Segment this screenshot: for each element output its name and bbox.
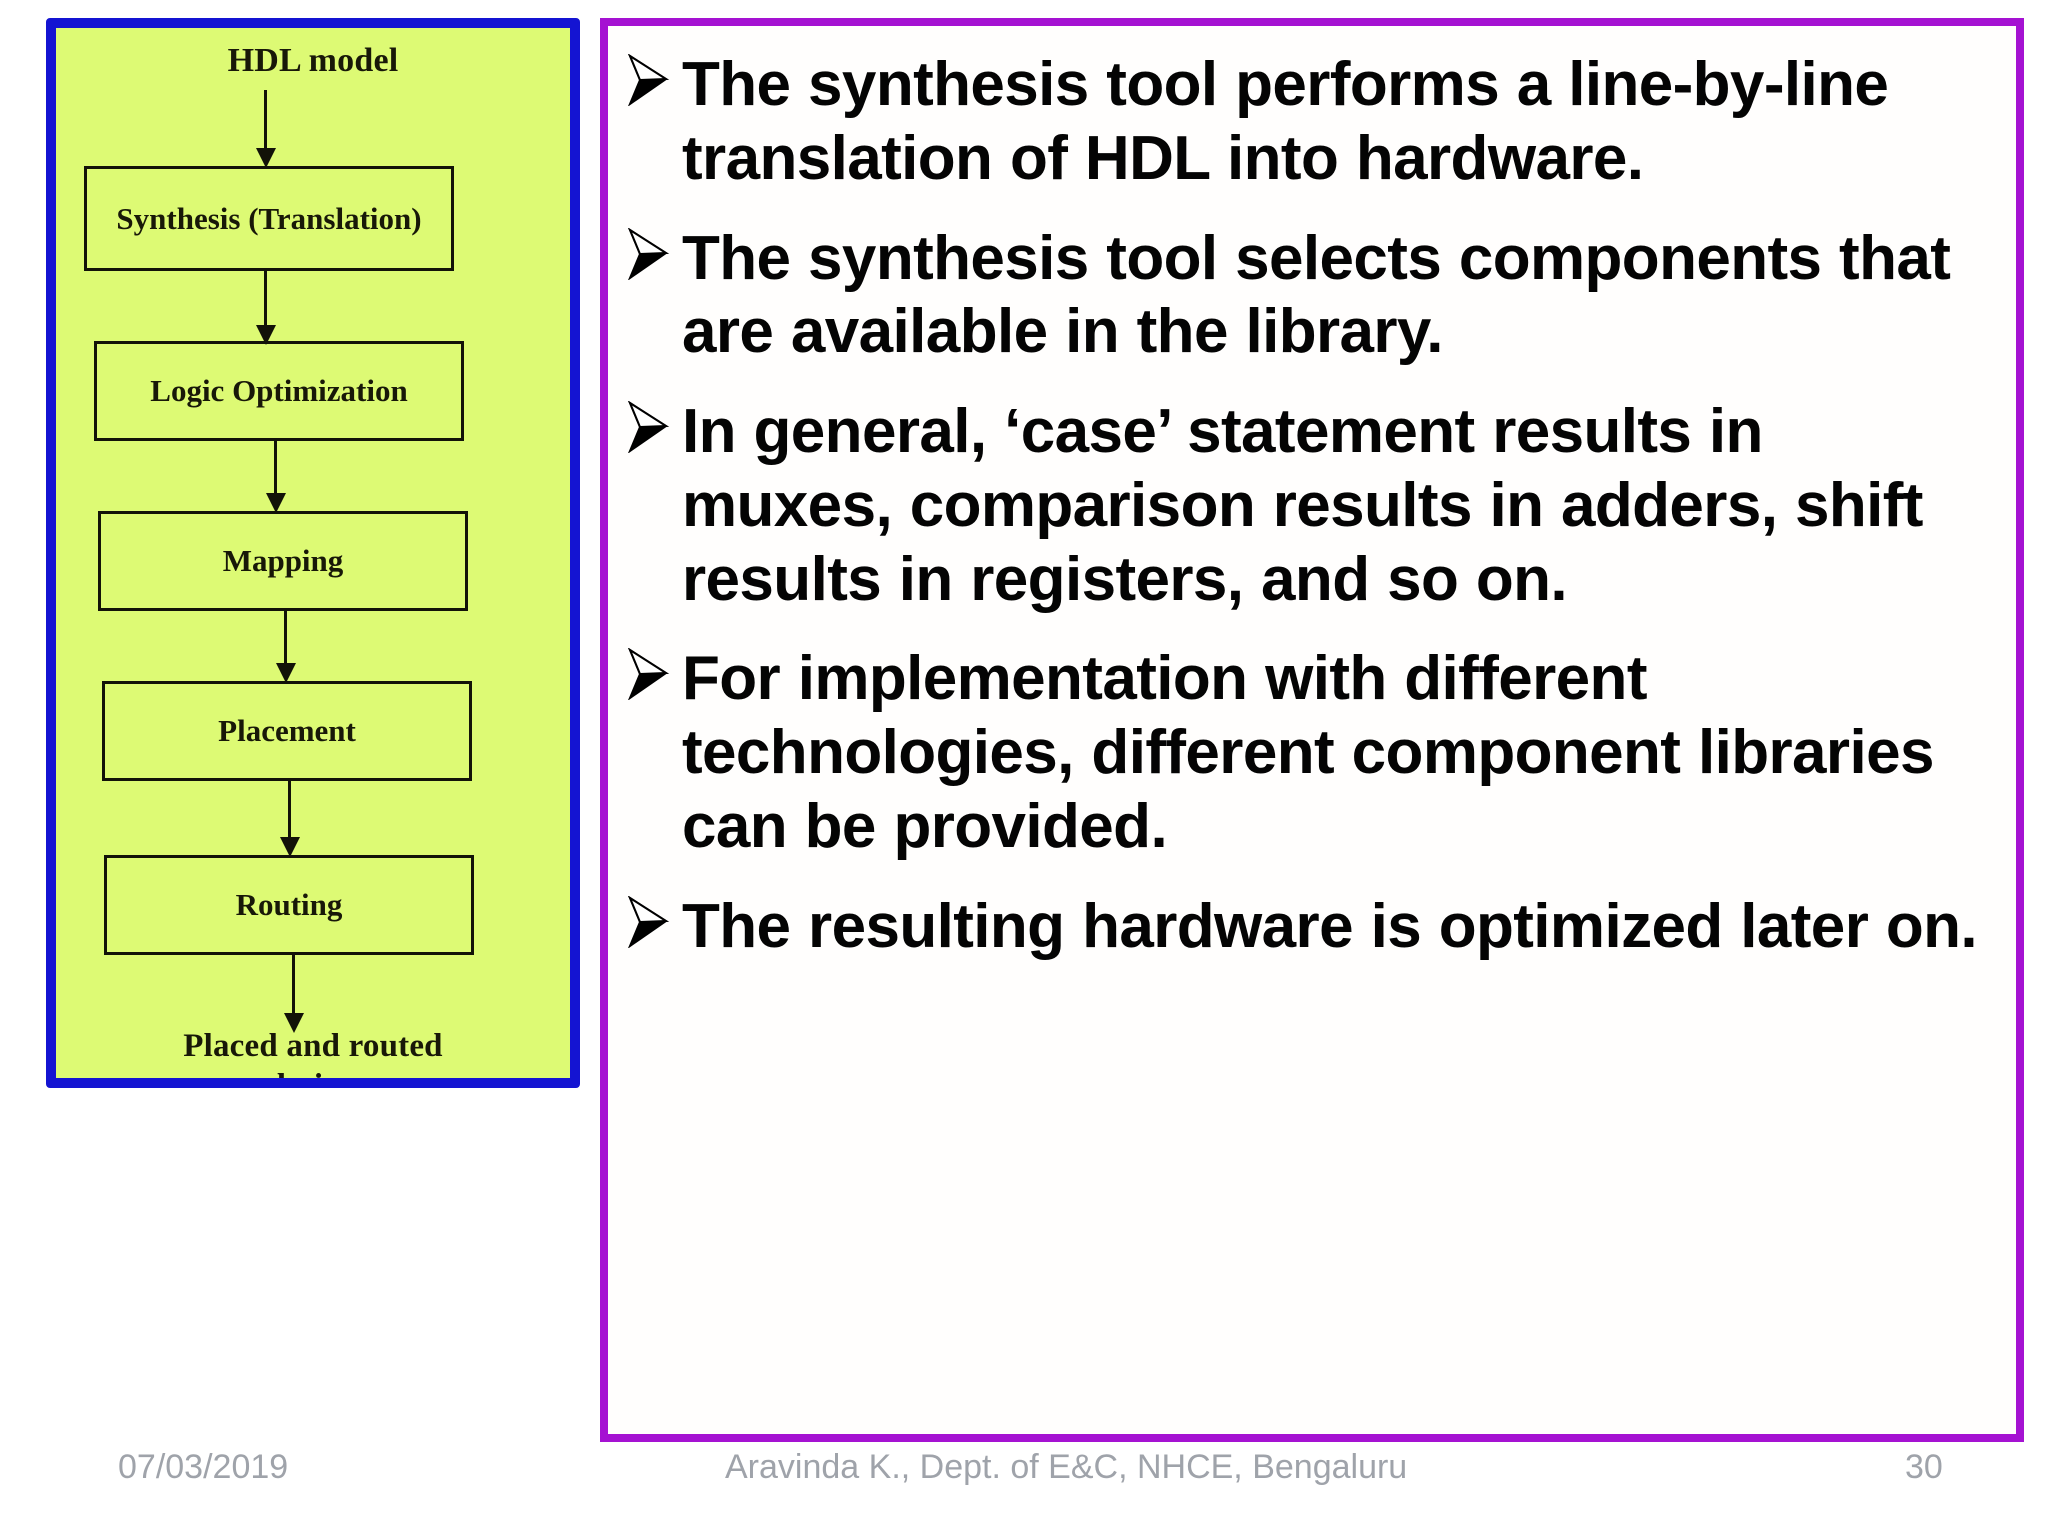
- bullet-text: For implementation with different techno…: [682, 644, 1934, 861]
- flow-step-routing: Routing: [104, 855, 474, 955]
- arrowhead-bullet-icon: [626, 890, 682, 948]
- flowchart-caption-bottom-line1: Placed and routed: [183, 1028, 443, 1064]
- flowchart-caption-top: HDL model: [227, 42, 399, 79]
- flow-step-label: Mapping: [222, 543, 344, 578]
- bullet-text: The synthesis tool performs a line-by-li…: [682, 50, 1889, 193]
- arrowhead-bullet-icon: [626, 642, 682, 701]
- arrowhead-bullet-icon: [626, 222, 682, 280]
- flow-step-label: Routing: [235, 887, 343, 922]
- content-panel: The synthesis tool performs a line-by-li…: [600, 18, 2024, 1442]
- flow-step-label: Placement: [218, 713, 356, 748]
- arrowhead-bullet-icon: [626, 395, 682, 454]
- bullet-item: The synthesis tool selects components th…: [626, 222, 1988, 370]
- flowchart-panel: HDL model Synthesis (Translation) Logic …: [46, 18, 580, 1088]
- flowchart-caption-bottom-line2: design: [267, 1068, 359, 1088]
- bullet-item: The synthesis tool performs a line-by-li…: [626, 48, 1988, 196]
- bullet-text: The synthesis tool selects components th…: [682, 223, 1951, 367]
- flow-step-logic-optimization: Logic Optimization: [94, 341, 464, 441]
- bullet-item: For implementation with different techno…: [626, 642, 1988, 863]
- arrowhead-bullet-icon: [626, 48, 682, 106]
- flowchart-canvas: HDL model Synthesis (Translation) Logic …: [56, 28, 570, 1078]
- flow-step-placement: Placement: [102, 681, 472, 781]
- flow-step-label: Synthesis (Translation): [116, 200, 422, 236]
- footer-page-number: 30: [1905, 1448, 1943, 1486]
- bullet-item: The resulting hardware is optimized late…: [626, 890, 1988, 964]
- bullet-item: In general, ‘case’ statement results in …: [626, 395, 1988, 616]
- footer-credit: Aravinda K., Dept. of E&C, NHCE, Bengalu…: [725, 1448, 1408, 1486]
- bullet-text: In general, ‘case’ statement results in …: [682, 397, 1923, 614]
- flow-step-label: Logic Optimization: [150, 373, 408, 408]
- flow-step-mapping: Mapping: [98, 511, 468, 611]
- footer-date: 07/03/2019: [118, 1448, 289, 1486]
- slide-footer: 07/03/2019 Aravinda K., Dept. of E&C, NH…: [0, 1448, 2048, 1510]
- bullet-text: The resulting hardware is optimized late…: [682, 891, 1978, 961]
- flow-step-synthesis: Synthesis (Translation): [84, 166, 454, 271]
